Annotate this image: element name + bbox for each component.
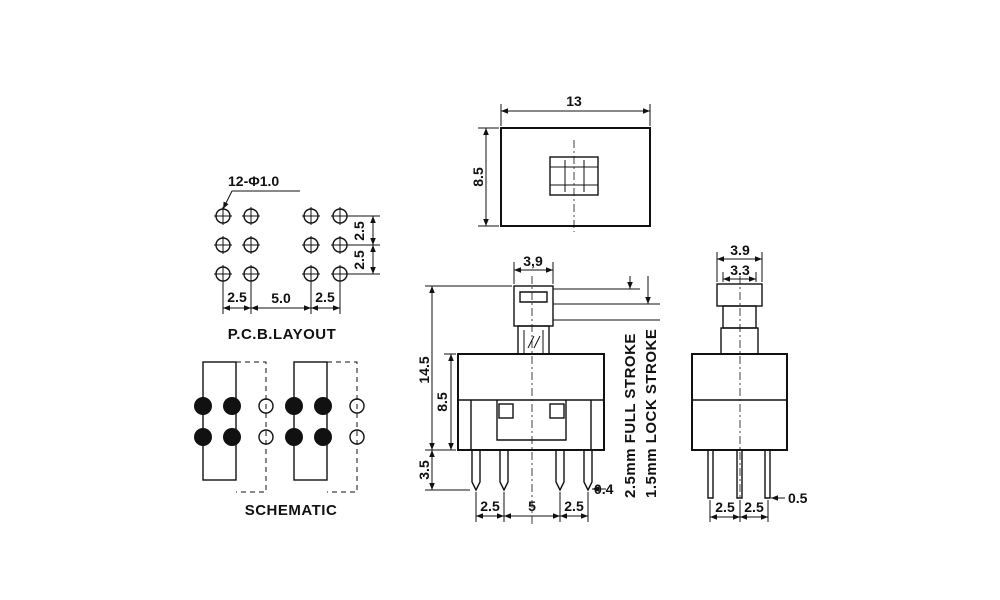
pcb-holes <box>214 207 349 283</box>
pcb-hole <box>302 207 320 225</box>
schematic-right-switch <box>285 361 365 493</box>
front-pins <box>471 450 593 492</box>
schematic-title: SCHEMATIC <box>245 502 338 519</box>
pcb-column-dimensions: 2.5 5.0 2.5 <box>222 281 341 314</box>
side-dim-outer: 3.9 <box>730 242 750 258</box>
top-dim-depth: 8.5 <box>470 167 486 187</box>
hole-note-leader <box>222 190 300 210</box>
pcb-hole <box>302 236 320 254</box>
front-dim-pin-length: 3.5 <box>416 460 432 480</box>
pcb-hole <box>214 236 232 254</box>
front-dim-pitch-left: 2.5 <box>480 498 500 514</box>
schematic-left-switch <box>194 361 274 493</box>
pcb-hole <box>214 207 232 225</box>
front-dim-total-height: 14.5 <box>416 356 432 383</box>
pcb-dim-gap: 5.0 <box>271 290 291 306</box>
pcb-hole <box>331 207 349 225</box>
pcb-hole <box>242 265 260 283</box>
side-dim-pitch-right: 2.5 <box>744 499 764 515</box>
front-dim-gap: 5 <box>528 498 536 514</box>
side-dim-pin-width: 0.5 <box>788 490 808 506</box>
pcb-hole <box>242 236 260 254</box>
side-pins <box>707 450 771 499</box>
note-full-stroke: 2.5mm FULL STROKE <box>622 333 639 498</box>
pcb-hole <box>331 265 349 283</box>
pcb-row-dim-1: 2.5 <box>351 221 367 241</box>
side-view: 3.9 3.3 2.5 2.5 0.5 <box>691 242 808 522</box>
pcb-hole <box>331 236 349 254</box>
pcb-layout: 12-Φ1.0 2.5 2.5 2.5 5.0 2.5 P.C.B.LAYOUT <box>214 173 380 343</box>
note-lock-stroke: 1.5mm LOCK STROKE <box>643 329 660 498</box>
front-dim-button: 3,9 <box>523 253 543 269</box>
top-view: 13 8.5 <box>470 93 651 232</box>
top-dim-width: 13 <box>566 93 582 109</box>
front-dim-pin-width: 0.4 <box>594 481 614 497</box>
schematic: SCHEMATIC <box>194 361 365 519</box>
hole-note: 12-Φ1.0 <box>228 173 279 189</box>
side-dim-inner: 3.3 <box>730 262 750 278</box>
front-dim-pitch-right: 2.5 <box>564 498 584 514</box>
pcb-row-dimensions: 2.5 2.5 <box>347 215 380 275</box>
pcb-dim-pitch-right: 2.5 <box>315 289 335 305</box>
pcb-hole <box>242 207 260 225</box>
side-dim-pitch-left: 2.5 <box>715 499 735 515</box>
pcb-dim-pitch-left: 2.5 <box>227 289 247 305</box>
pcb-row-dim-2: 2.5 <box>351 250 367 270</box>
front-dim-body-height: 8.5 <box>434 392 450 412</box>
pcb-layout-title: P.C.B.LAYOUT <box>228 326 337 343</box>
pcb-hole <box>214 265 232 283</box>
pcb-hole <box>302 265 320 283</box>
front-view: 3,9 14.5 8.5 3.5 2.5 5 2.5 0.4 2.5mm FUL… <box>416 253 660 525</box>
